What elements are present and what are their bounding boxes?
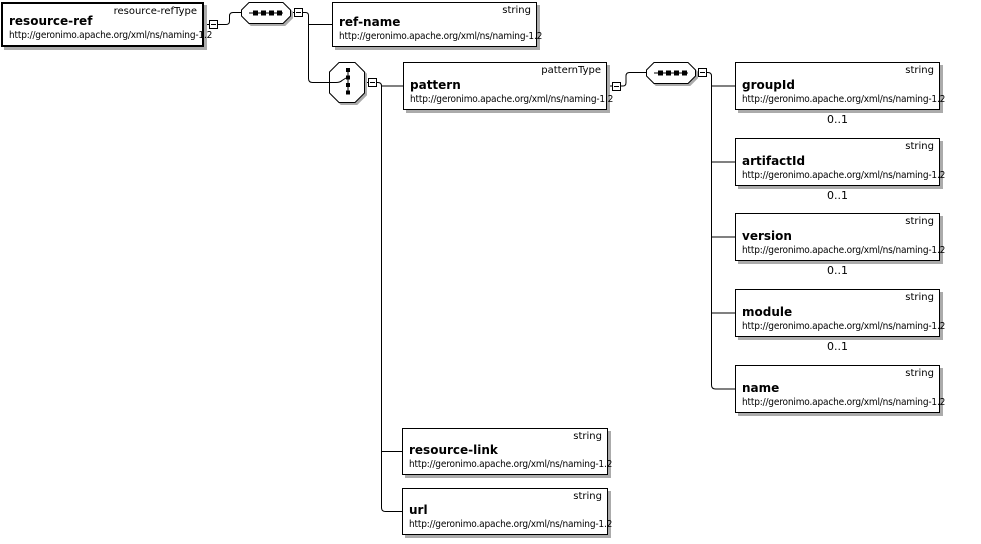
minus-icon — [614, 85, 619, 87]
element-name: module — [742, 305, 793, 319]
element-box-resource-ref[interactable]: resource-refType resource-ref http://ger… — [1, 2, 212, 47]
element-box-module[interactable]: string module http://geronimo.apache.org… — [735, 289, 945, 337]
sequence-compositor-icon[interactable] — [241, 1, 291, 24]
element-name: version — [742, 229, 792, 243]
element-namespace: http://geronimo.apache.org/xml/ns/naming… — [742, 245, 946, 256]
element-name: resource-link — [409, 443, 498, 457]
element-namespace: http://geronimo.apache.org/xml/ns/naming… — [410, 94, 614, 105]
cardinality-label-module: 0..1 — [827, 340, 848, 353]
collapse-toggle-resource-ref[interactable] — [209, 20, 218, 29]
collapse-toggle-pattern-sequence[interactable] — [698, 68, 707, 77]
sequence-dots — [658, 70, 687, 75]
element-name: ref-name — [339, 15, 401, 29]
element-box-groupId[interactable]: string groupId http://geronimo.apache.or… — [735, 62, 945, 110]
type-label: string — [502, 5, 531, 16]
minus-icon — [296, 12, 301, 13]
sequence-compositor-icon[interactable] — [646, 61, 696, 84]
type-label: string — [573, 431, 602, 442]
element-namespace: http://geronimo.apache.org/xml/ns/naming… — [742, 170, 946, 181]
element-namespace: http://geronimo.apache.org/xml/ns/naming… — [9, 30, 213, 41]
type-label: string — [905, 216, 934, 227]
element-name: url — [409, 503, 428, 517]
collapse-toggle-sequence[interactable] — [294, 8, 303, 17]
element-box-version[interactable]: string version http://geronimo.apache.or… — [735, 213, 945, 261]
element-box-url[interactable]: string url http://geronimo.apache.org/xm… — [402, 488, 612, 535]
type-label: string — [573, 491, 602, 502]
type-label: string — [905, 368, 934, 379]
type-label: string — [905, 292, 934, 303]
element-name: pattern — [410, 78, 461, 92]
element-box-name[interactable]: string name http://geronimo.apache.org/x… — [735, 365, 945, 413]
minus-icon — [211, 24, 216, 25]
element-name: groupId — [742, 78, 795, 92]
collapse-toggle-pattern[interactable] — [612, 81, 621, 91]
choice-dots — [346, 68, 350, 95]
type-label: patternType — [541, 65, 601, 76]
element-box-artifactId[interactable]: string artifactId http://geronimo.apache… — [735, 138, 945, 186]
type-label: resource-refType — [113, 6, 197, 17]
cardinality-label-groupId: 0..1 — [827, 113, 848, 126]
type-label: string — [905, 65, 934, 76]
element-name: artifactId — [742, 154, 806, 168]
collapse-toggle-choice[interactable] — [368, 78, 377, 87]
element-box-pattern[interactable]: patternType pattern http://geronimo.apac… — [403, 62, 613, 110]
element-name: name — [742, 381, 780, 395]
sequence-dots — [253, 10, 282, 15]
element-namespace: http://geronimo.apache.org/xml/ns/naming… — [742, 397, 946, 408]
minus-icon — [700, 72, 705, 73]
choice-compositor-icon[interactable] — [329, 62, 365, 103]
element-name: resource-ref — [9, 14, 93, 28]
element-namespace: http://geronimo.apache.org/xml/ns/naming… — [742, 94, 946, 105]
type-label: string — [905, 141, 934, 152]
element-namespace: http://geronimo.apache.org/xml/ns/naming… — [409, 459, 613, 470]
element-namespace: http://geronimo.apache.org/xml/ns/naming… — [742, 321, 946, 332]
element-box-ref-name[interactable]: string ref-name http://geronimo.apache.o… — [332, 2, 542, 47]
minus-icon — [370, 82, 375, 83]
element-box-resource-link[interactable]: string resource-link http://geronimo.apa… — [402, 428, 612, 475]
element-namespace: http://geronimo.apache.org/xml/ns/naming… — [409, 519, 613, 530]
cardinality-label-version: 0..1 — [827, 264, 848, 277]
element-namespace: http://geronimo.apache.org/xml/ns/naming… — [339, 31, 543, 42]
cardinality-label-artifactId: 0..1 — [827, 189, 848, 202]
